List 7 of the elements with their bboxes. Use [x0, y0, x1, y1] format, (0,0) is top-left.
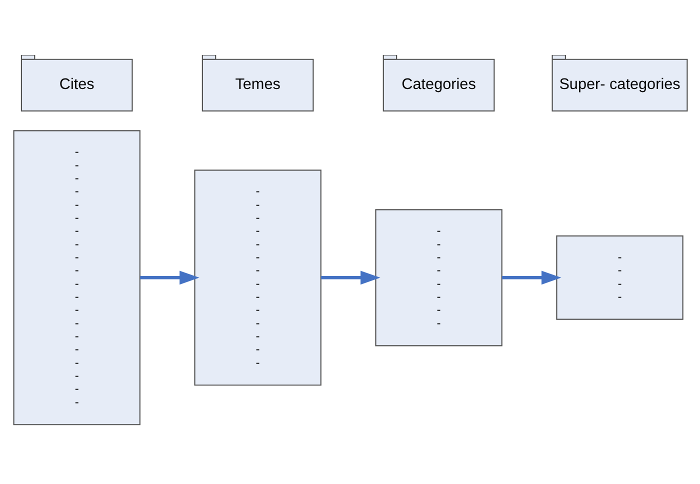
- node-box: - - - -: [556, 235, 683, 320]
- arrow: [502, 270, 561, 285]
- arrow: [320, 270, 380, 285]
- node-box: - - - - - - - -: [374, 209, 502, 346]
- arrow: [140, 270, 199, 285]
- node-box: - - - - - - - - - - - - - -: [194, 170, 321, 386]
- node-box: - - - - - - - - - - - - - - - - - - - -: [12, 130, 140, 426]
